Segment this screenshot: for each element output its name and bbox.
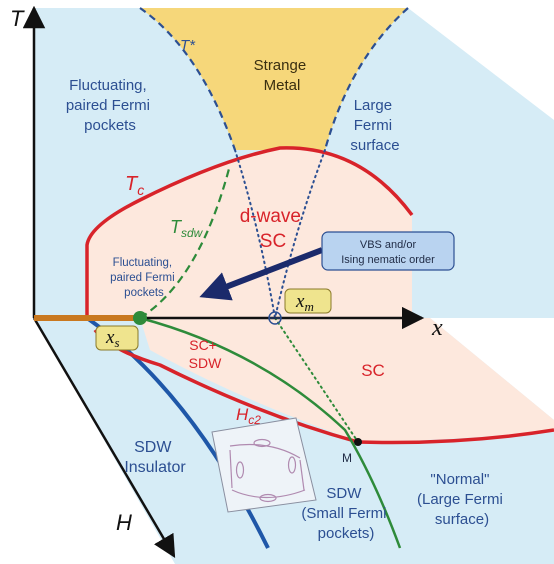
normal-label: "Normal" (Large Fermi surface) (417, 471, 507, 528)
dwave-sc-label: d-wave SC (240, 206, 307, 252)
crossover-right-dotted (274, 149, 326, 319)
tc-main: T (125, 173, 139, 195)
tc-curve (85, 146, 414, 318)
strange-metal-region (140, 8, 408, 150)
callout-line2: Ising nematic order (341, 254, 435, 266)
hc2-label: Hc2 (236, 405, 261, 427)
xs-sub: s (114, 335, 119, 350)
svg-text:xs: xs (105, 327, 120, 350)
hc2-main: H (236, 405, 249, 424)
t-star-left-curve (139, 7, 237, 151)
t-star-right-curve (323, 7, 409, 151)
xs-main: x (105, 327, 115, 348)
fluctuating-bottom-label: Fluctuating, paired Fermi pockets (110, 257, 178, 299)
xm-sub: m (304, 299, 313, 314)
callout-box (321, 231, 455, 271)
sdw-small-pockets-label: SDW (Small Fermi pockets) (301, 485, 390, 542)
h-axis (32, 317, 176, 558)
strange-metal-label: Strange Metal (254, 57, 311, 94)
xs-marker-box (95, 325, 139, 351)
sc-lower-region (140, 318, 554, 442)
xs-point (133, 311, 147, 325)
callout-line1: VBS and/or (360, 239, 417, 251)
svg-text:xm: xm (295, 291, 314, 314)
t-sdw-curve (139, 164, 232, 319)
xm-main: x (295, 291, 305, 312)
fluctuating-top-label: Fluctuating, paired Fermi pockets (66, 77, 154, 134)
tsdw-main: T (170, 217, 183, 237)
hc2-sub: c2 (248, 413, 261, 427)
fermi-pocket-inset (211, 417, 317, 513)
x-axis-label: x (431, 315, 443, 341)
m-point-label: M (342, 451, 352, 465)
xm-marker-box (284, 288, 332, 314)
m-point (354, 438, 362, 446)
sc-lower-label: SC (361, 361, 385, 380)
sdw-transition-curve (139, 316, 402, 549)
hc2-curve (93, 328, 554, 445)
tc-label: Tc (125, 173, 144, 198)
t-star-label: T* (180, 37, 196, 54)
h-axis-label: H (116, 510, 132, 535)
large-fermi-surface-label: Large Fermi surface (350, 97, 399, 154)
tc-sub: c (137, 182, 144, 198)
sc-dome-region (87, 147, 412, 318)
sc-sdw-label: SC+ SDW (189, 337, 222, 371)
tsdw-label: Tsdw (170, 217, 204, 240)
sdw-insulator-label: SDW Insulator (124, 439, 186, 476)
tsdw-sub: sdw (181, 226, 204, 240)
t-axis-label: T (10, 6, 25, 31)
callout-arrow (199, 247, 324, 301)
